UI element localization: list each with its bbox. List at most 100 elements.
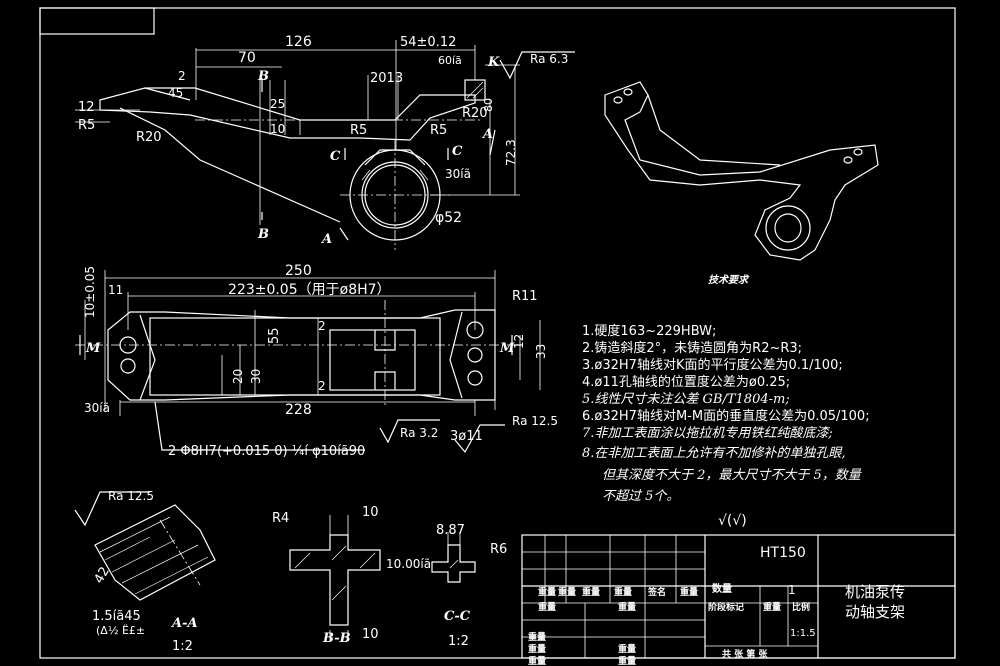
- dim-r5a: R5: [78, 118, 95, 133]
- qty-label: 数量: [712, 582, 732, 595]
- dim-250: 250: [285, 263, 312, 279]
- dim-10a: 10: [270, 122, 285, 136]
- hole-callout: 2 Φ8H7(+0.015 0) ¼í φ10íã90: [168, 444, 365, 459]
- dim-1000: 10.00íã: [386, 557, 431, 571]
- dim-3phi11: 3ø11: [450, 429, 483, 444]
- dim-70: 70: [238, 50, 256, 66]
- dim-10b: 10: [362, 505, 379, 520]
- dim-54: 54±0.12: [400, 35, 456, 50]
- code-box: [39, 7, 155, 35]
- dim-30c: 30íã: [84, 401, 110, 415]
- scale-value: 1:1.5: [790, 628, 816, 639]
- section-c-left: C: [330, 149, 341, 164]
- weight-label: 重量: [763, 601, 781, 613]
- roughness-ra125a: Ra 12.5: [512, 414, 558, 428]
- dim-30b: 30: [249, 369, 263, 384]
- roughness-ra125b: Ra 12.5: [108, 489, 154, 503]
- datum-m-left: M: [85, 341, 101, 356]
- dim-chamfer: 1.5íã45: [92, 609, 141, 624]
- note-3: 3.ø32H7轴线对K面的平行度公差为0.1/100;: [582, 357, 843, 373]
- section-a-right: A: [481, 127, 493, 142]
- tb-cell: 重量: [618, 655, 636, 666]
- dim-42: 42: [92, 565, 113, 587]
- tb-cell: 重量: [528, 655, 546, 666]
- tb-cell: 重量: [528, 643, 546, 655]
- note-8b: 但其深度不大于 2，最大尺寸不大于 5，数量: [602, 468, 863, 483]
- drawing-name-1: 机油泵传: [845, 583, 905, 601]
- scale-label: 比例: [792, 601, 810, 613]
- front-view: 126 54±0.12 70 60íã K Ra 6.3 2 45 12 R5 …: [75, 34, 575, 250]
- dim-r11: R11: [512, 289, 538, 304]
- technical-notes: 1.硬度163~229HBW; 2.铸造斜度2°，未铸造圆角为R2~R3; 3.…: [582, 323, 870, 529]
- datum-m-right: M: [499, 341, 515, 356]
- dim-228: 228: [285, 402, 312, 418]
- dim-phi52: φ52: [435, 210, 462, 226]
- tb-cell: 重量: [558, 586, 576, 598]
- dim-60: 60íã: [438, 54, 462, 67]
- dim-2b: 2: [318, 319, 326, 333]
- section-c-right: C: [452, 144, 463, 159]
- section-cc-label: C-C: [444, 609, 471, 624]
- qty-value: 1: [788, 583, 796, 597]
- dim-10-005: 10±0.05: [83, 266, 97, 318]
- dim-30a: 30íã: [445, 167, 471, 181]
- dim-2: 2: [178, 69, 186, 83]
- dim-r6: R6: [490, 542, 507, 557]
- note-4: 4.ø11孔轴线的位置度公差为ø0.25;: [582, 374, 790, 390]
- dim-223: 223±0.05（用于ø8H7）: [228, 282, 391, 298]
- datum-k: K: [487, 55, 500, 70]
- note-7: 7.非加工表面涂以拖拉机专用铁红纯酸底漆;: [582, 425, 833, 441]
- section-cc-scale: 1:2: [448, 634, 469, 649]
- tb-cell: 重量: [618, 601, 636, 613]
- general-roughness: √(√): [718, 513, 747, 529]
- tb-cell: 重量: [582, 586, 600, 598]
- dim-2c: 2: [318, 379, 326, 393]
- dim-r4: R4: [272, 511, 289, 526]
- section-b-bottom: B: [257, 227, 269, 242]
- dim-72: 72.3: [504, 139, 518, 166]
- dim-12b: 12: [512, 334, 526, 349]
- dim-80: 80: [482, 98, 495, 112]
- dim-11: 11: [108, 283, 123, 297]
- tb-cell: 重量: [538, 586, 556, 598]
- dim-887: 8.87: [436, 523, 465, 538]
- section-a-a: Ra 12.5 1.5íã45 42 A-A (Δ½ Ë£± 1:2: [74, 489, 216, 654]
- note-2: 2.铸造斜度2°，未铸造圆角为R2~R3;: [582, 340, 802, 356]
- dim-55: 55: [267, 327, 282, 344]
- dim-2013: 2013: [370, 71, 403, 86]
- top-view: 250 223±0.05（用于ø8H7） 11 R11 10±0.05 M M …: [75, 263, 558, 459]
- dim-45: 45: [168, 86, 183, 100]
- section-a-bottom: A: [320, 232, 332, 247]
- note-1: 1.硬度163~229HBW;: [582, 323, 716, 339]
- roughness-ra32: Ra 3.2: [400, 426, 438, 440]
- isometric-view: 技术要求: [604, 81, 879, 286]
- dim-r5b: R5: [350, 123, 367, 138]
- drawing-name-2: 动轴支架: [845, 603, 905, 621]
- note-5: 5.线性尺寸未注公差 GB/T1804-m;: [582, 392, 790, 407]
- section-aa-label: A-A: [170, 616, 198, 631]
- stage-label: 阶段标记: [708, 601, 744, 613]
- dim-r5c: R5: [430, 123, 447, 138]
- tb-cell: 重量: [614, 586, 632, 598]
- title-block: HT150 机油泵传 动轴支架 数量 1 阶段标记 重量 比例 1:1.5 共 …: [521, 534, 956, 666]
- note-8: 8.在非加工表面上允许有不加修补的单独孔眼,: [582, 445, 846, 461]
- dim-r20b: R20: [462, 106, 488, 121]
- tb-cell: 重量: [538, 601, 556, 613]
- tb-cell: 重量: [618, 643, 636, 655]
- dim-33: 33: [534, 344, 548, 359]
- section-c-c: 8.87 10.00íã R6 C-C 1:2: [386, 523, 507, 649]
- dim-r20a: R20: [136, 130, 162, 145]
- tb-cell: 签名: [647, 586, 666, 598]
- section-b-top: B: [257, 69, 269, 84]
- section-aa-scale: 1:2: [172, 639, 193, 654]
- drawing-frame: [39, 7, 956, 659]
- section-b-b: R4 10 10 B-B: [272, 505, 381, 646]
- roughness-ra63: Ra 6.3: [530, 52, 568, 66]
- note-8c: 不超过 5个。: [602, 489, 679, 504]
- tech-title: 技术要求: [708, 274, 750, 286]
- dim-12: 12: [78, 100, 95, 115]
- dim-25: 25: [270, 97, 285, 111]
- tb-cell: 重量: [528, 631, 546, 643]
